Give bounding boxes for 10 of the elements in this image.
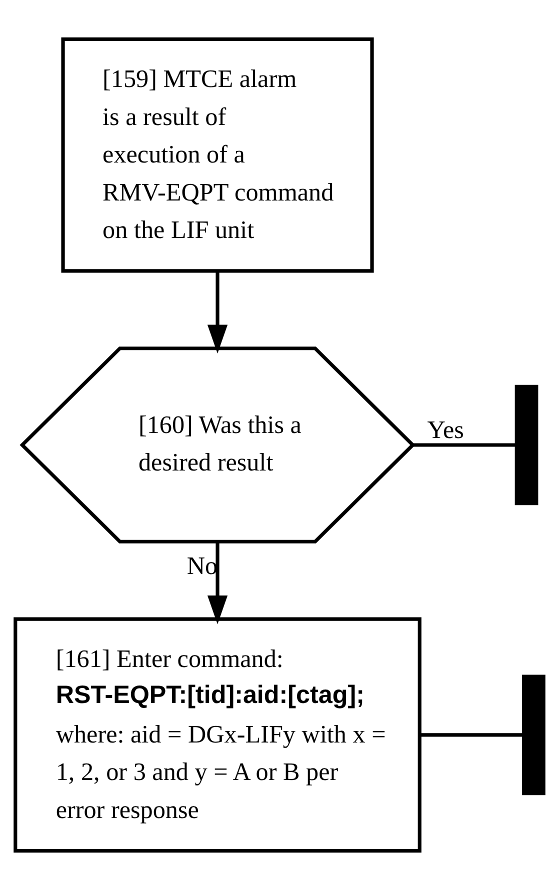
connector	[413, 442, 516, 446]
connector	[420, 732, 524, 736]
arrow	[207, 542, 228, 624]
node-box: [161] Enter command: RST-EQPT:[tid]:aid:[ctag]; where: aid = DGx-LIFy with x = 1, 2, or 3 and y = A or B per error response	[14, 616, 422, 852]
edge-label: Yes	[427, 416, 464, 444]
node-bar	[522, 674, 546, 795]
node-box: [159] MTCE alarm is a result of execution of a RMV-EQPT command on the LIF unit	[61, 36, 374, 272]
node-bar	[514, 384, 538, 505]
arrow	[207, 271, 228, 354]
edge-label: No	[186, 552, 218, 580]
